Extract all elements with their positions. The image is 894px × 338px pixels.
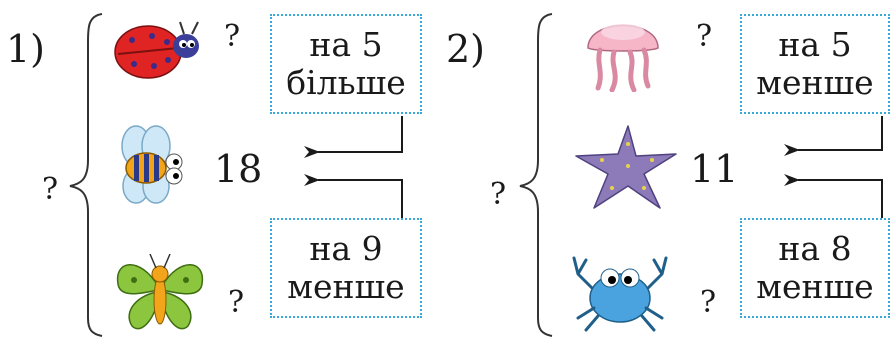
relation-word: менше bbox=[756, 63, 874, 102]
starfish-icon bbox=[575, 125, 677, 209]
arrow-bottom-1 bbox=[304, 174, 403, 218]
butterfly-icon bbox=[116, 253, 204, 330]
value-middle-1: 18 bbox=[214, 147, 263, 191]
total-question-2: ? bbox=[490, 177, 507, 212]
relation-amount: на 9 bbox=[309, 229, 383, 269]
brace-2 bbox=[519, 13, 553, 337]
value-top-1: ? bbox=[224, 19, 241, 54]
arrow-top-1 bbox=[304, 116, 403, 158]
relation-word: менше bbox=[756, 267, 874, 306]
value-bottom-2: ? bbox=[700, 285, 717, 320]
jellyfish-icon bbox=[587, 24, 659, 92]
relation-amount: на 5 bbox=[309, 25, 383, 65]
problem-number-2: 2) bbox=[446, 27, 486, 71]
relation-box-bottom-1: на 9 менше bbox=[270, 218, 422, 318]
relation-amount: на 8 bbox=[778, 229, 852, 269]
value-bottom-1: ? bbox=[228, 285, 245, 320]
relation-box-bottom-2: на 8 менше bbox=[740, 218, 890, 318]
ladybug-icon bbox=[114, 21, 199, 79]
relation-word: менше bbox=[287, 267, 405, 306]
problem-number-1: 1) bbox=[6, 27, 46, 71]
total-question-1: ? bbox=[42, 172, 59, 207]
relation-word: більше bbox=[286, 63, 406, 102]
relation-box-top-2: на 5 менше bbox=[740, 14, 890, 114]
relation-amount: на 5 bbox=[778, 25, 852, 65]
crab-icon bbox=[572, 256, 668, 332]
arrow-top-2 bbox=[784, 116, 883, 156]
brace-1 bbox=[69, 13, 103, 337]
relation-box-top-1: на 5 більше bbox=[270, 14, 422, 114]
arrow-bottom-2 bbox=[784, 174, 883, 218]
bee-icon bbox=[121, 125, 183, 204]
value-middle-2: 11 bbox=[690, 147, 739, 191]
value-top-2: ? bbox=[696, 19, 713, 54]
